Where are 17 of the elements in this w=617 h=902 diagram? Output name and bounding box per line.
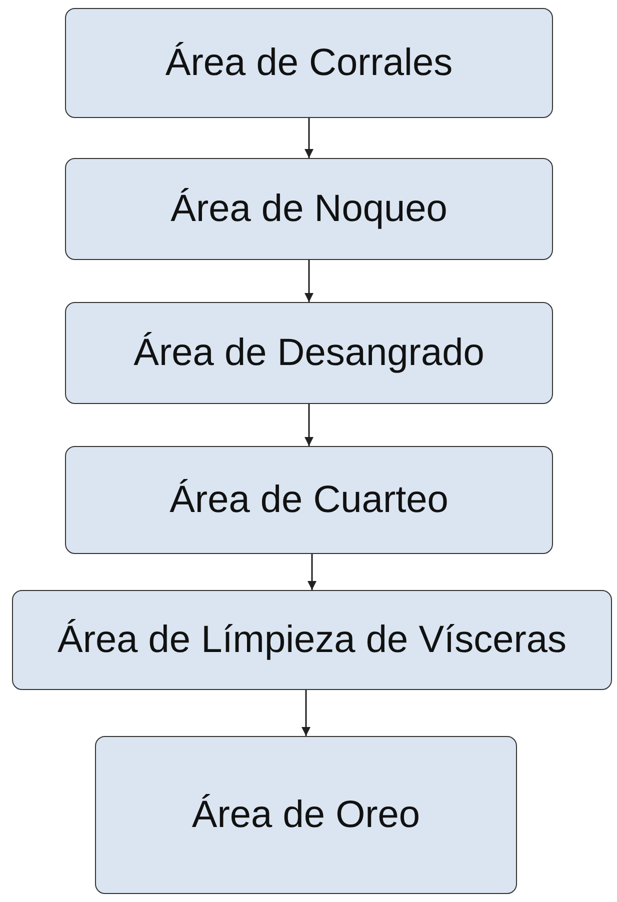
- process-box: [65, 446, 553, 554]
- box-label: Área de Oreo: [192, 794, 420, 836]
- process-box: [12, 590, 612, 690]
- box-label: Área de Noqueo: [170, 188, 448, 230]
- process-box: [65, 8, 553, 118]
- process-box: [95, 736, 517, 894]
- arrow: [304, 404, 314, 446]
- arrow: [304, 260, 314, 302]
- arrow: [302, 690, 310, 736]
- box-label: Área de Límpieza de Vísceras: [57, 618, 567, 662]
- process-box: [65, 158, 553, 260]
- box-label: Área de Cuarteo: [170, 478, 448, 522]
- box-label: Área de Desangrado: [134, 332, 484, 374]
- arrow: [304, 118, 314, 158]
- process-box: [65, 302, 553, 404]
- arrow: [308, 554, 316, 590]
- box-label: Área de Corrales: [165, 42, 453, 84]
